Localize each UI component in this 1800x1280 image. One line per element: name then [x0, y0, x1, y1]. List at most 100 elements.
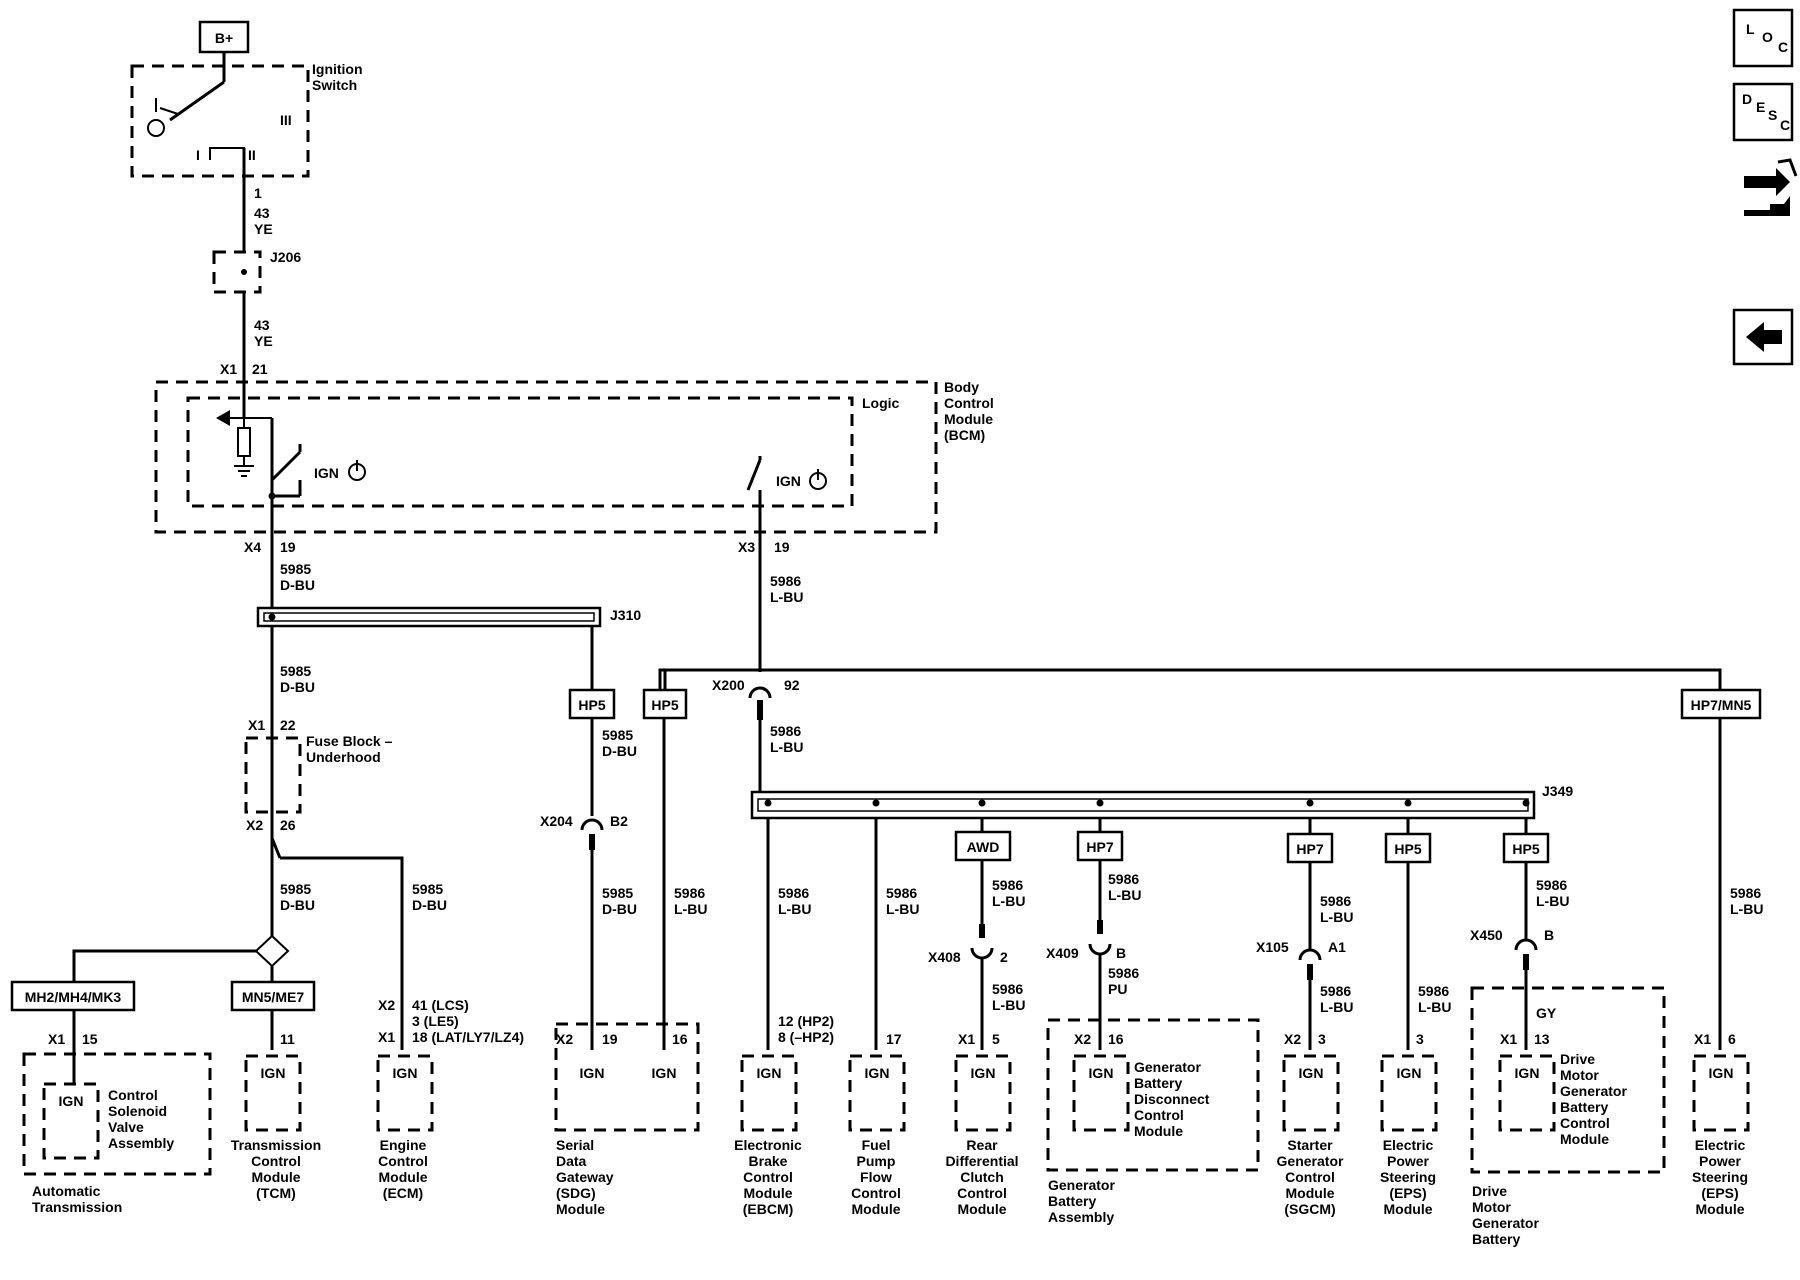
bcm-ign-switch-left: [270, 450, 302, 482]
sdg-conn: X2: [556, 1031, 573, 1047]
dmgb-wire-num: 5986: [1536, 877, 1567, 893]
tcm-pin: 11: [280, 1031, 295, 1047]
fpfcm-ign: IGN: [865, 1065, 890, 1081]
loc-button[interactable]: L O C: [1732, 8, 1794, 68]
sdg-module: [554, 1022, 700, 1132]
rdccm-name-3: Clutch: [960, 1169, 1004, 1185]
drive-motor-generator-battery: [1470, 986, 1666, 1174]
wire-5985-a-num: 5985: [280, 561, 311, 577]
dmgbcm-pin: 13: [1534, 1031, 1550, 1047]
gba-outer-2: Battery: [1048, 1193, 1096, 1209]
ats-ign-box: [42, 1082, 100, 1160]
ecm-pin-b: 3 (LE5): [412, 1013, 459, 1029]
ignition-switch-label-2: Switch: [312, 77, 357, 93]
ebcm-pin-b: 8 (–HP2): [778, 1029, 834, 1045]
fpfcm-name-5: Module: [852, 1201, 901, 1217]
dmgbcm-ign: IGN: [1515, 1065, 1540, 1081]
gbdcm-ign: IGN: [1089, 1065, 1114, 1081]
ecm-name-1: Engine: [380, 1137, 427, 1153]
gba-outer-1: Generator: [1048, 1177, 1115, 1193]
x408-label: X408: [928, 949, 961, 965]
option-mn5-label: MN5/ME7: [242, 989, 304, 1005]
ecm-name-4: (ECM): [383, 1185, 423, 1201]
bcm-ign-left: IGN: [314, 465, 339, 481]
eps2-name-5: Module: [1696, 1201, 1745, 1217]
eps-name-4: (EPS): [1389, 1185, 1426, 1201]
wire-5986-b-color: L-BU: [770, 739, 803, 755]
wire-1-color: YE: [254, 221, 273, 237]
automatic-transmission: [22, 1052, 212, 1176]
rdccm-pin: 5: [992, 1031, 1000, 1047]
x409-connector: [1088, 943, 1112, 956]
eps2-name-1: Electric: [1695, 1137, 1746, 1153]
ats-name-3: Valve: [108, 1119, 144, 1135]
x450-pin: B: [1544, 927, 1554, 943]
tcm-module: [244, 1054, 302, 1132]
sdg-name-4: (SDG): [556, 1185, 596, 1201]
sgcm-ign: IGN: [1299, 1065, 1324, 1081]
sdg-wire2-num: 5985: [602, 885, 633, 901]
option-mh2-label: MH2/MH4/MK3: [25, 989, 122, 1005]
ebcm-wire-color: L-BU: [778, 901, 811, 917]
tcm-ign: IGN: [261, 1065, 286, 1081]
eps2-name-2: Power: [1699, 1153, 1742, 1169]
x204-connector: [580, 818, 604, 831]
awd-wire-num: 5986: [992, 877, 1023, 893]
eps-name-1: Electric: [1383, 1137, 1434, 1153]
sgcm-wire-color: L-BU: [1320, 909, 1353, 925]
wire-5986-a-color: L-BU: [770, 589, 803, 605]
wire-5986-b-num: 5986: [770, 723, 801, 739]
fuse-label-2: Underhood: [306, 749, 381, 765]
loc-o: O: [1762, 29, 1773, 45]
bcm-logic-label: Logic: [862, 395, 900, 411]
sgcm-conn: X2: [1284, 1031, 1301, 1047]
loc-l: L: [1746, 21, 1755, 37]
ebcm-wire-num: 5986: [778, 885, 809, 901]
eps-ign: IGN: [1397, 1065, 1422, 1081]
eps2-ign: IGN: [1709, 1065, 1734, 1081]
eps2-name-4: (EPS): [1701, 1185, 1738, 1201]
ecm-pin-c: 18 (LAT/LY7/LZ4): [412, 1029, 524, 1045]
wire-5985-b-color: D-BU: [280, 679, 315, 695]
x409-pin: B: [1116, 945, 1126, 961]
gbdcm-name-4: Control: [1134, 1107, 1184, 1123]
awd-wire-color: L-BU: [992, 893, 1025, 909]
rdccm-name-1: Rear: [966, 1137, 998, 1153]
sdg-wire-color: D-BU: [602, 743, 637, 759]
sdg-ign-b: IGN: [652, 1065, 677, 1081]
bcm-pin19b: 19: [774, 539, 790, 555]
option-awd-label: AWD: [967, 839, 1000, 855]
tcm-name-2: Control: [251, 1153, 301, 1169]
ignition-switch: [130, 64, 310, 178]
bcm-logic: [186, 396, 854, 508]
x204-label: X204: [540, 813, 573, 829]
fpfcm-module: [848, 1054, 906, 1132]
wire-5985-ecm-num: 5985: [412, 881, 443, 897]
fpfcm-name-2: Pump: [857, 1153, 896, 1169]
back-button[interactable]: [1732, 308, 1794, 366]
sgcm-name-1: Starter: [1287, 1137, 1333, 1153]
sgcm-wire2-color: L-BU: [1320, 999, 1353, 1015]
connector-icon[interactable]: [1744, 158, 1798, 216]
bcm-name-1: Body: [944, 379, 979, 395]
eps-name-2: Power: [1387, 1153, 1430, 1169]
dmgb-outer-4: Battery: [1472, 1231, 1520, 1247]
option-hp7mn5-label: HP7/MN5: [1691, 697, 1752, 713]
gen-wire-color: L-BU: [1108, 887, 1141, 903]
j206: [212, 250, 262, 294]
dmgb-outer-1: Drive: [1472, 1183, 1507, 1199]
bcm-x1: X1: [220, 361, 237, 377]
bcm-pin19a: 19: [280, 539, 296, 555]
x105-label: X105: [1256, 939, 1289, 955]
desc-button[interactable]: D E S C: [1732, 82, 1794, 142]
wire-2-num: 43: [254, 317, 270, 333]
desc-s: S: [1768, 107, 1777, 123]
ebcm-name-3: Control: [743, 1169, 793, 1185]
fpfcm-name-3: Flow: [860, 1169, 892, 1185]
gen-wire2-color: PU: [1108, 981, 1127, 997]
dmgbcm-module: [1498, 1054, 1556, 1132]
dmgbcm-name-2: Motor: [1560, 1067, 1599, 1083]
x408-connector: [970, 947, 994, 960]
sdg-pin-a: 19: [602, 1031, 618, 1047]
pos-iii: III: [280, 112, 292, 128]
